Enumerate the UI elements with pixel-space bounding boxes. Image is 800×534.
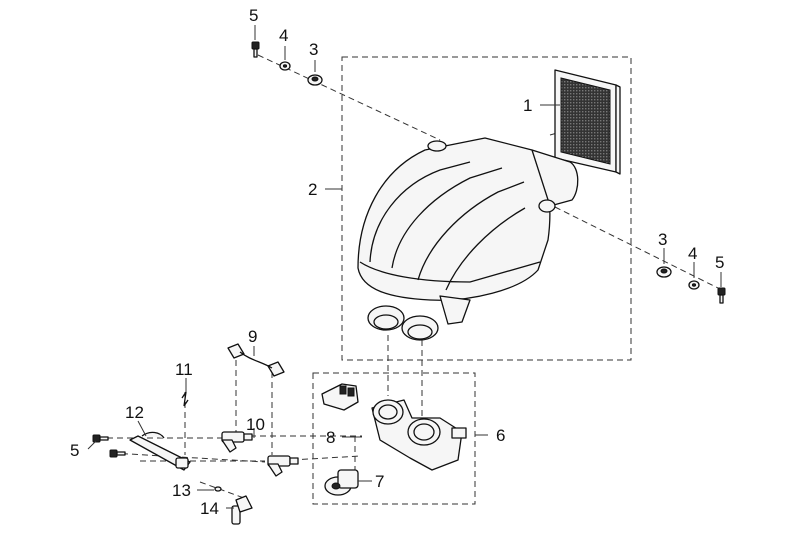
callout-3-top: 3 xyxy=(309,40,318,59)
bolt-left-1 xyxy=(92,434,109,443)
vacuum-hose xyxy=(227,343,285,377)
grommet-top xyxy=(307,74,323,86)
fuel-injector-1 xyxy=(221,431,253,453)
bolt-top xyxy=(251,41,260,58)
callout-1: 1 xyxy=(523,96,532,115)
airbox-housing xyxy=(357,137,579,341)
callout-2: 2 xyxy=(308,180,317,199)
bolt-left-2 xyxy=(109,449,126,458)
callout-labels: 1 2 3 4 5 3 4 5 6 7 8 9 10 11 12 5 13 14 xyxy=(70,6,724,518)
callout-5-right: 5 xyxy=(715,253,724,272)
callout-5-left: 5 xyxy=(70,441,79,460)
callout-7: 7 xyxy=(375,472,384,491)
callout-13: 13 xyxy=(172,481,191,500)
callout-12: 12 xyxy=(125,403,144,422)
leader-lines xyxy=(87,25,722,509)
washer-top xyxy=(279,61,291,71)
airbox-assembly-group-box xyxy=(341,56,632,361)
o-ring xyxy=(214,486,222,492)
washer-right xyxy=(688,280,700,290)
callout-11: 11 xyxy=(175,360,193,379)
idle-air-actuator xyxy=(324,469,359,496)
callout-9: 9 xyxy=(248,327,257,346)
callout-6: 6 xyxy=(496,426,505,445)
throttle-body xyxy=(371,399,467,471)
callout-5-top: 5 xyxy=(249,6,258,25)
callout-3-right: 3 xyxy=(658,230,667,249)
fuel-line-connector xyxy=(231,495,253,525)
callout-10: 10 xyxy=(246,415,265,434)
callout-4-top: 4 xyxy=(279,26,288,45)
fuel-injector-2 xyxy=(267,455,299,477)
callout-14: 14 xyxy=(200,499,219,518)
air-filter-element xyxy=(554,69,621,175)
fuel-rail xyxy=(129,431,191,471)
grommet-right xyxy=(656,266,672,278)
retaining-clip xyxy=(181,391,189,407)
callout-8: 8 xyxy=(326,428,335,447)
throttle-body-group-box xyxy=(312,372,476,505)
bolt-right xyxy=(717,287,726,304)
callout-4-right: 4 xyxy=(688,244,697,263)
throttle-sensor xyxy=(321,383,359,411)
